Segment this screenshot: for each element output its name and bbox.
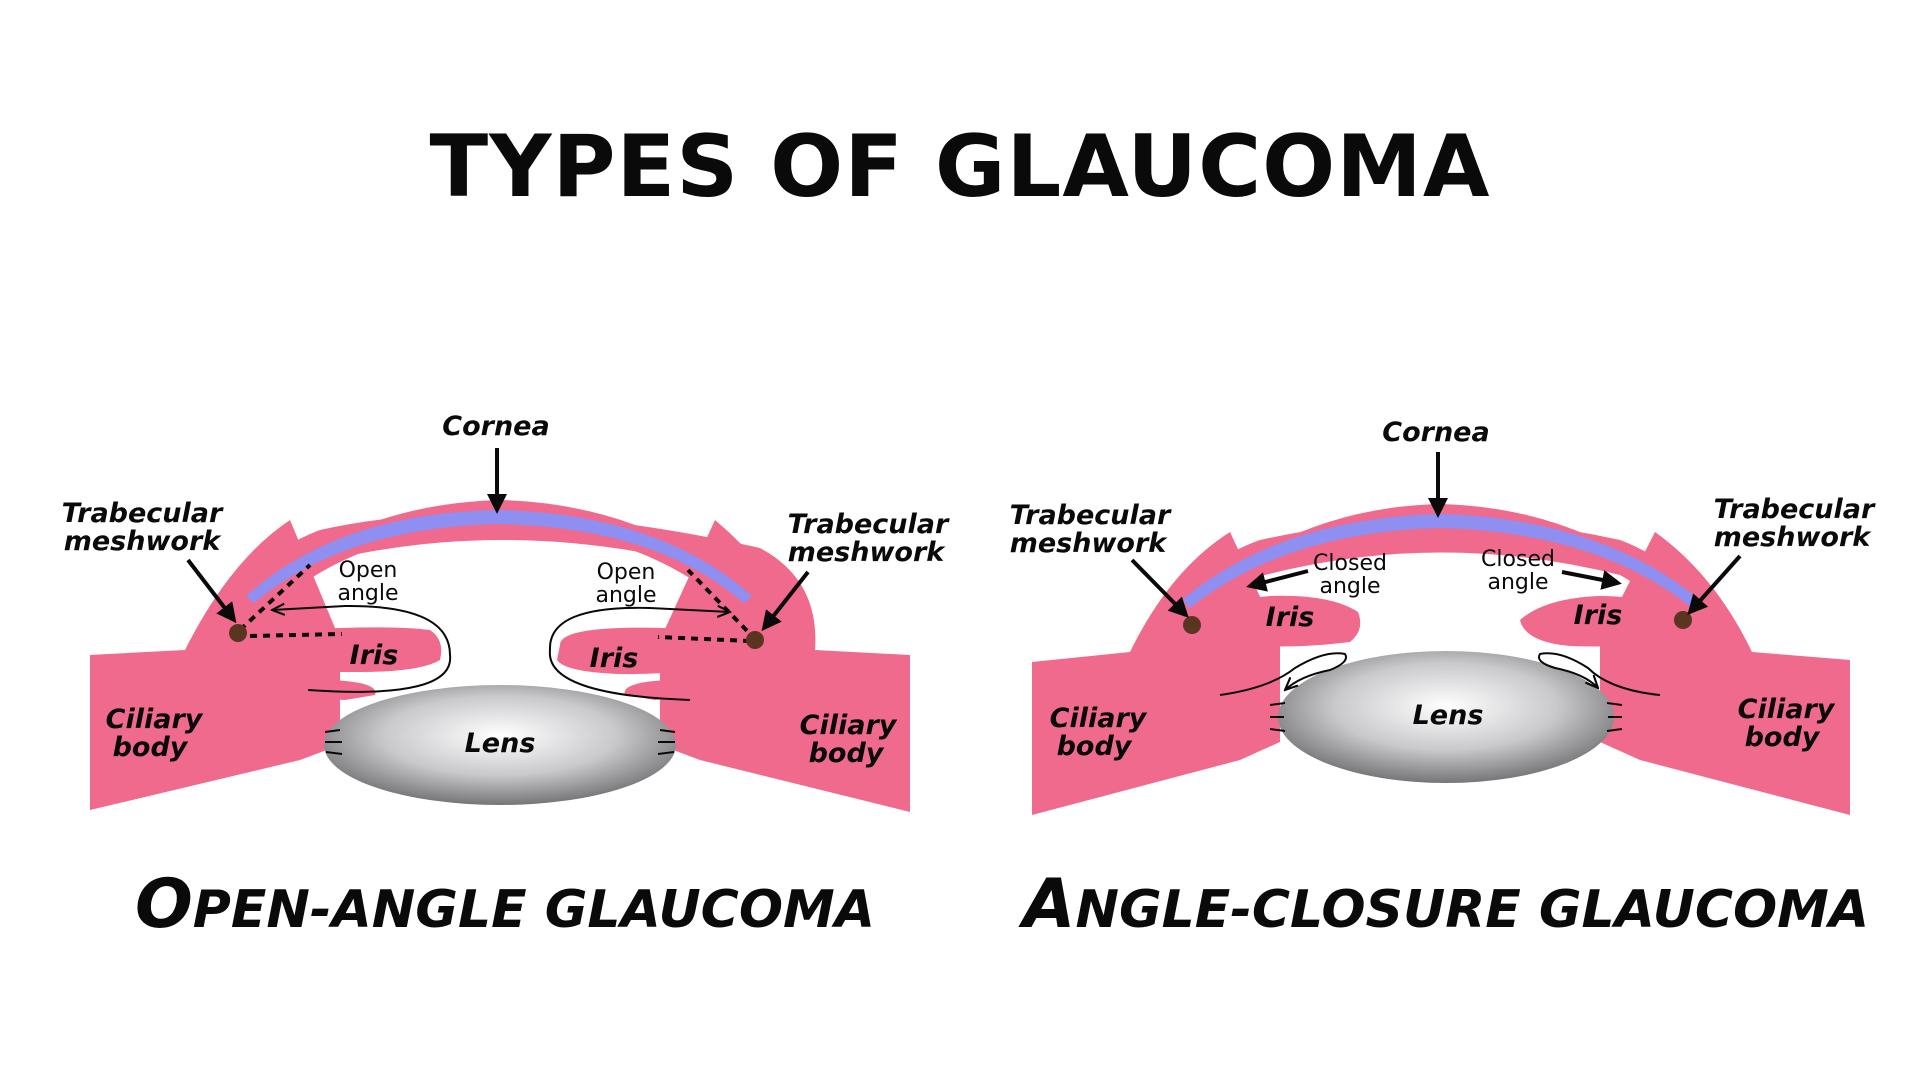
aqueous-flow-left bbox=[1219, 652, 1347, 696]
page-title: TYPES OF GLAUCOMA bbox=[430, 117, 1491, 217]
iris-label-left: Iris bbox=[1266, 602, 1315, 633]
open-angle-label-right-line1: Open bbox=[597, 560, 656, 585]
lens-label: Lens bbox=[465, 728, 536, 759]
trabecular-arrow-left bbox=[186, 558, 237, 624]
iris-label-left: Iris bbox=[350, 640, 399, 671]
iris-right bbox=[1520, 596, 1687, 647]
trabecular-label-left-line2: meshwork bbox=[1010, 528, 1169, 559]
open-angle-caption: OPEN-ANGLE GLAUCOMA bbox=[135, 865, 875, 944]
caption-initial: A bbox=[1018, 865, 1076, 944]
open-angle-label-left-line1: Open bbox=[339, 558, 398, 583]
ciliary-process-right bbox=[624, 680, 735, 712]
cornea-label: Cornea bbox=[1382, 417, 1489, 448]
ciliary-label-left-line1: Ciliary bbox=[106, 704, 204, 735]
ciliary-label-right-line2: body bbox=[1745, 722, 1821, 753]
ciliary-label-left-line2: body bbox=[1057, 731, 1133, 762]
lens bbox=[1278, 651, 1614, 783]
caption-rest: NGLE-CLOSURE GLAUCOMA bbox=[1075, 880, 1869, 940]
zonule-fibers-right bbox=[657, 729, 676, 755]
zonule-fibers-left bbox=[1269, 702, 1286, 732]
angle-closure-panel: Cornea Trabecular meshwork Trabecular me… bbox=[1010, 417, 1876, 944]
open-angle-label-right-line2: angle bbox=[595, 583, 656, 608]
angle-closure-caption: ANGLE-CLOSURE GLAUCOMA bbox=[1018, 865, 1869, 944]
closed-angle-label-right-line1: Closed bbox=[1481, 547, 1555, 572]
trabecular-meshwork-right bbox=[1674, 611, 1692, 629]
iris-label-right: Iris bbox=[590, 643, 639, 674]
ciliary-label-left-line2: body bbox=[113, 732, 189, 763]
trabecular-arrow-right bbox=[1687, 554, 1742, 615]
closed-angle-arrow-right bbox=[1561, 570, 1622, 590]
trabecular-label-left-line1: Trabecular bbox=[62, 498, 224, 529]
trabecular-label-left-line1: Trabecular bbox=[1010, 500, 1172, 531]
ciliary-label-right-line1: Ciliary bbox=[1738, 694, 1836, 725]
cornea-band bbox=[246, 510, 752, 603]
ciliary-label-right-line2: body bbox=[809, 738, 885, 769]
trabecular-label-right-line1: Trabecular bbox=[788, 509, 950, 540]
ciliary-label-left-line1: Ciliary bbox=[1050, 703, 1148, 734]
closed-angle-arrow-left bbox=[1246, 569, 1309, 592]
open-angle-label-left-line2: angle bbox=[337, 581, 398, 606]
cornea-label: Cornea bbox=[442, 411, 549, 442]
open-angle-panel: Cornea Trabecular meshwork Trabecular me… bbox=[62, 411, 950, 944]
lens-label: Lens bbox=[1413, 700, 1484, 731]
zonule-fibers-left bbox=[324, 729, 343, 755]
ciliary-label-right-line1: Ciliary bbox=[800, 710, 898, 741]
closed-angle-label-left-line2: angle bbox=[1319, 574, 1380, 599]
trabecular-arrow-left bbox=[1130, 558, 1189, 618]
closed-angle-label-right-line2: angle bbox=[1487, 570, 1548, 595]
aqueous-flow-right bbox=[548, 608, 730, 701]
trabecular-label-right-line2: meshwork bbox=[788, 537, 947, 568]
iris-left bbox=[1200, 595, 1361, 647]
trabecular-meshwork-left bbox=[229, 624, 247, 642]
iris-left bbox=[268, 627, 442, 672]
aqueous-flow-left bbox=[272, 606, 452, 693]
open-angle-dashes-left bbox=[238, 563, 343, 638]
lens bbox=[324, 685, 676, 805]
ciliary-process-left bbox=[265, 680, 376, 712]
closed-angle-label-left-line1: Closed bbox=[1313, 551, 1387, 576]
iris-right bbox=[557, 627, 722, 675]
caption-initial: O bbox=[135, 865, 193, 944]
iris-label-right: Iris bbox=[1574, 600, 1623, 631]
caption-rest: PEN-ANGLE GLAUCOMA bbox=[193, 880, 875, 940]
open-angle-dashes-right bbox=[657, 568, 758, 643]
aqueous-flow-right bbox=[1538, 652, 1661, 696]
trabecular-label-right-line1: Trabecular bbox=[1714, 494, 1876, 525]
trabecular-meshwork-left bbox=[1183, 616, 1201, 634]
cornea-band bbox=[1182, 514, 1700, 608]
cornea-tissue bbox=[1150, 520, 1735, 660]
trabecular-arrow-right bbox=[761, 570, 810, 632]
trabecular-label-right-line2: meshwork bbox=[1714, 522, 1873, 553]
trabecular-meshwork-right bbox=[746, 631, 764, 649]
zonule-fibers-right bbox=[1606, 702, 1623, 732]
trabecular-label-left-line2: meshwork bbox=[64, 526, 223, 557]
